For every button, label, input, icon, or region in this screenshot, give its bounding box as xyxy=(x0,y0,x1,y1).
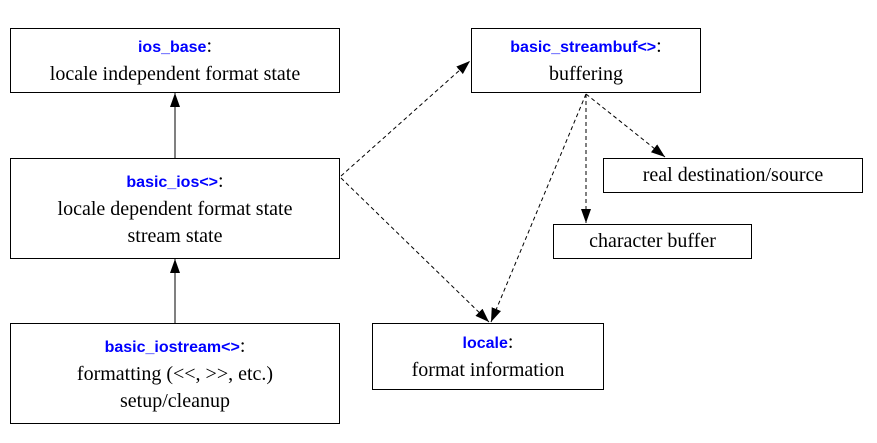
character-buffer-box: character buffer xyxy=(553,224,752,259)
real-destination-label: real destination/source xyxy=(642,164,824,186)
basic-iostream-title: basic_iostream<>: xyxy=(105,333,246,361)
locale-box: locale: format information xyxy=(372,323,604,390)
basic-iostream-description-1: formatting (<<, >>, etc.) xyxy=(76,362,274,385)
basic-ios-colon: : xyxy=(218,169,224,192)
character-buffer-label: character buffer xyxy=(589,230,716,252)
locale-class-name: locale xyxy=(462,335,508,352)
locale-colon: : xyxy=(507,331,514,353)
basic-ios-box: basic_ios<>: locale dependent format sta… xyxy=(10,158,340,259)
real-destination-box: real destination/source xyxy=(603,158,863,193)
basic-ios-title: basic_ios<>: xyxy=(126,168,223,196)
basic-iostream-class-name: basic_iostream<> xyxy=(104,338,240,356)
arrow-basic-ios-to-basic-streambuf xyxy=(340,60,471,177)
ios-base-title: ios_base: xyxy=(138,33,212,61)
basic-streambuf-class-name: basic_streambuf<> xyxy=(510,39,657,56)
ios-base-box: ios_base: locale independent format stat… xyxy=(10,28,340,93)
basic-ios-description-2: stream state xyxy=(127,224,223,247)
arrow-basic-ios-to-locale xyxy=(340,177,490,323)
locale-description: format information xyxy=(411,359,565,381)
basic-streambuf-title: basic_streambuf<>: xyxy=(510,33,661,61)
basic-streambuf-box: basic_streambuf<>: buffering xyxy=(471,28,701,93)
basic-iostream-description-2: setup/cleanup xyxy=(120,389,230,412)
ios-base-class-name: ios_base xyxy=(137,39,207,56)
basic-iostream-box: basic_iostream<>: formatting (<<, >>, et… xyxy=(10,323,340,424)
basic-streambuf-description: buffering xyxy=(548,63,624,85)
ios-base-description: locale independent format state xyxy=(49,63,301,85)
basic-iostream-colon: : xyxy=(239,334,246,357)
ios-base-colon: : xyxy=(206,35,213,57)
basic-streambuf-colon: : xyxy=(656,35,662,57)
arrow-basic-streambuf-to-locale xyxy=(490,93,587,323)
basic-ios-description-1: locale dependent format state xyxy=(57,197,293,220)
locale-title: locale: xyxy=(463,329,514,357)
arrow-basic-streambuf-to-real-destination xyxy=(585,93,666,158)
basic-ios-class-name: basic_ios<> xyxy=(126,173,219,191)
